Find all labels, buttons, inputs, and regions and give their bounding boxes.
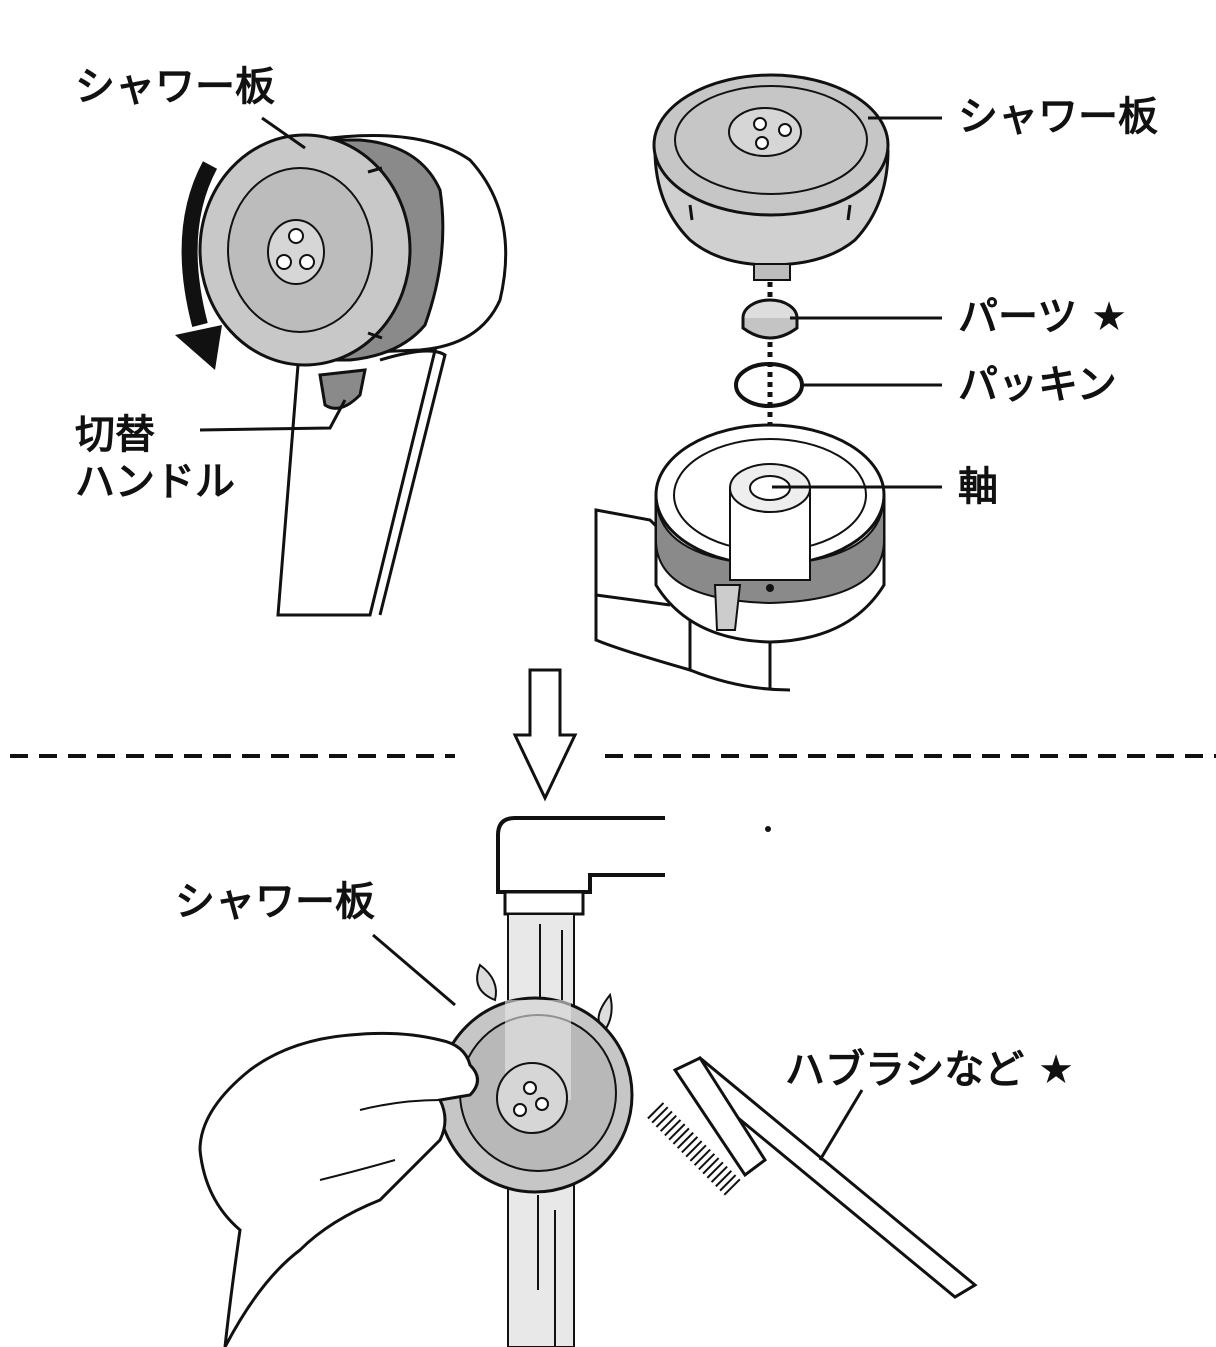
shower-plate-exploded	[652, 73, 890, 281]
leader-toothbrush	[818, 1089, 864, 1161]
label-shower-plate-1: シャワー板	[75, 64, 275, 110]
toothbrush	[647, 1056, 978, 1299]
parts-piece	[741, 298, 799, 340]
label-switch-handle-1: 切替	[75, 412, 155, 458]
leader-shower-plate-1	[261, 116, 306, 150]
hollow-arrow-down-icon	[512, 668, 578, 802]
label-parts: パーツ ★	[958, 294, 1127, 340]
curved-arrow-down-icon	[175, 161, 222, 370]
faucet	[496, 816, 771, 916]
leader-switch-handle	[199, 399, 347, 432]
label-shower-plate-2: シャワー板	[958, 94, 1158, 140]
shower-head-assembly	[198, 133, 508, 617]
label-packing: パッキン	[958, 362, 1117, 408]
switch-handle	[318, 368, 367, 410]
label-axis: 軸	[958, 464, 998, 510]
label-switch-handle-2: ハンドル	[75, 459, 235, 505]
label-shower-plate-3: シャワー板	[175, 879, 375, 925]
hand	[198, 1031, 479, 1347]
leader-shower-plate-3	[372, 933, 456, 1007]
label-toothbrush: ハブラシなど ★	[785, 1047, 1074, 1093]
shower-base	[594, 423, 886, 692]
shower-plate-washed	[436, 996, 634, 1194]
